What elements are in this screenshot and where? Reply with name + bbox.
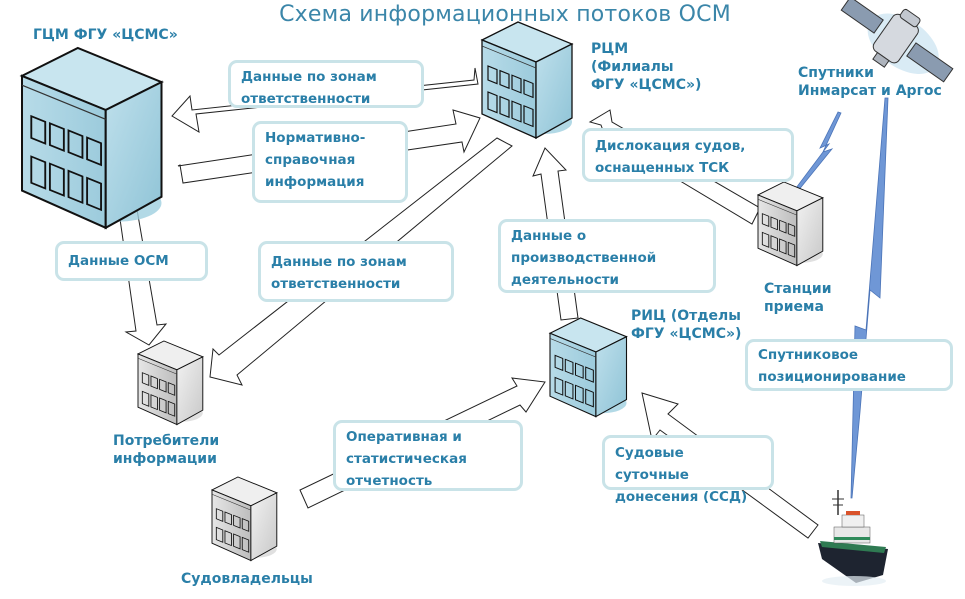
flow-label-gcm-to-consumers: Данные ОСМ xyxy=(55,241,208,281)
flow-label-shipowners-to-ric: Оперативная и статистическая отчетность xyxy=(333,420,523,491)
radio-link-satellite-to-ship xyxy=(850,97,889,499)
building-ric-icon xyxy=(548,317,628,418)
flow-label-rcm-to-gcm: Данные по зонам ответственности xyxy=(228,60,424,108)
flow-label-rcm-to-consumers: Данные по зонам ответственности xyxy=(258,241,454,302)
node-label-shipowners: Судовладельцы xyxy=(181,571,313,587)
satellite-icon xyxy=(840,0,954,83)
node-label-gcm: ГЦМ ФГУ «ЦСМС» xyxy=(33,27,178,43)
building-stations-icon xyxy=(756,181,824,267)
node-label-rcm: РЦМ (Филиалы ФГУ «ЦСМС») xyxy=(591,41,702,93)
flow-label-ship-to-ric: Судовые суточные донесения (ССД) xyxy=(602,435,774,505)
node-label-stations: Станции приема xyxy=(764,281,832,315)
building-gcm-icon xyxy=(19,46,164,230)
ship-icon xyxy=(818,490,888,586)
diagram-title: Схема информационных потоков ОСМ xyxy=(279,2,731,27)
flow-label-gcm-to-rcm: Нормативно- справочная информация xyxy=(252,121,408,203)
building-rcm-icon xyxy=(480,21,574,140)
flow-label-satellite-to-ship: Спутниковое позиционирование xyxy=(745,339,953,391)
node-label-consumers: Потребители информации xyxy=(113,433,220,467)
building-consumers-icon xyxy=(136,340,204,426)
building-shipowners-icon xyxy=(210,476,278,562)
flow-label-stations-to-rcm: Дислокация судов, оснащенных ТСК xyxy=(582,128,794,182)
radio-link-satellite-to-stations xyxy=(789,111,842,198)
flow-label-ric-to-rcm: Данные о производственной деятельности xyxy=(498,219,716,293)
node-label-ric: РИЦ (Отделы ФГУ «ЦСМС») xyxy=(631,308,742,342)
node-label-satellites: Спутники Инмарсат и Аргос xyxy=(798,65,942,99)
